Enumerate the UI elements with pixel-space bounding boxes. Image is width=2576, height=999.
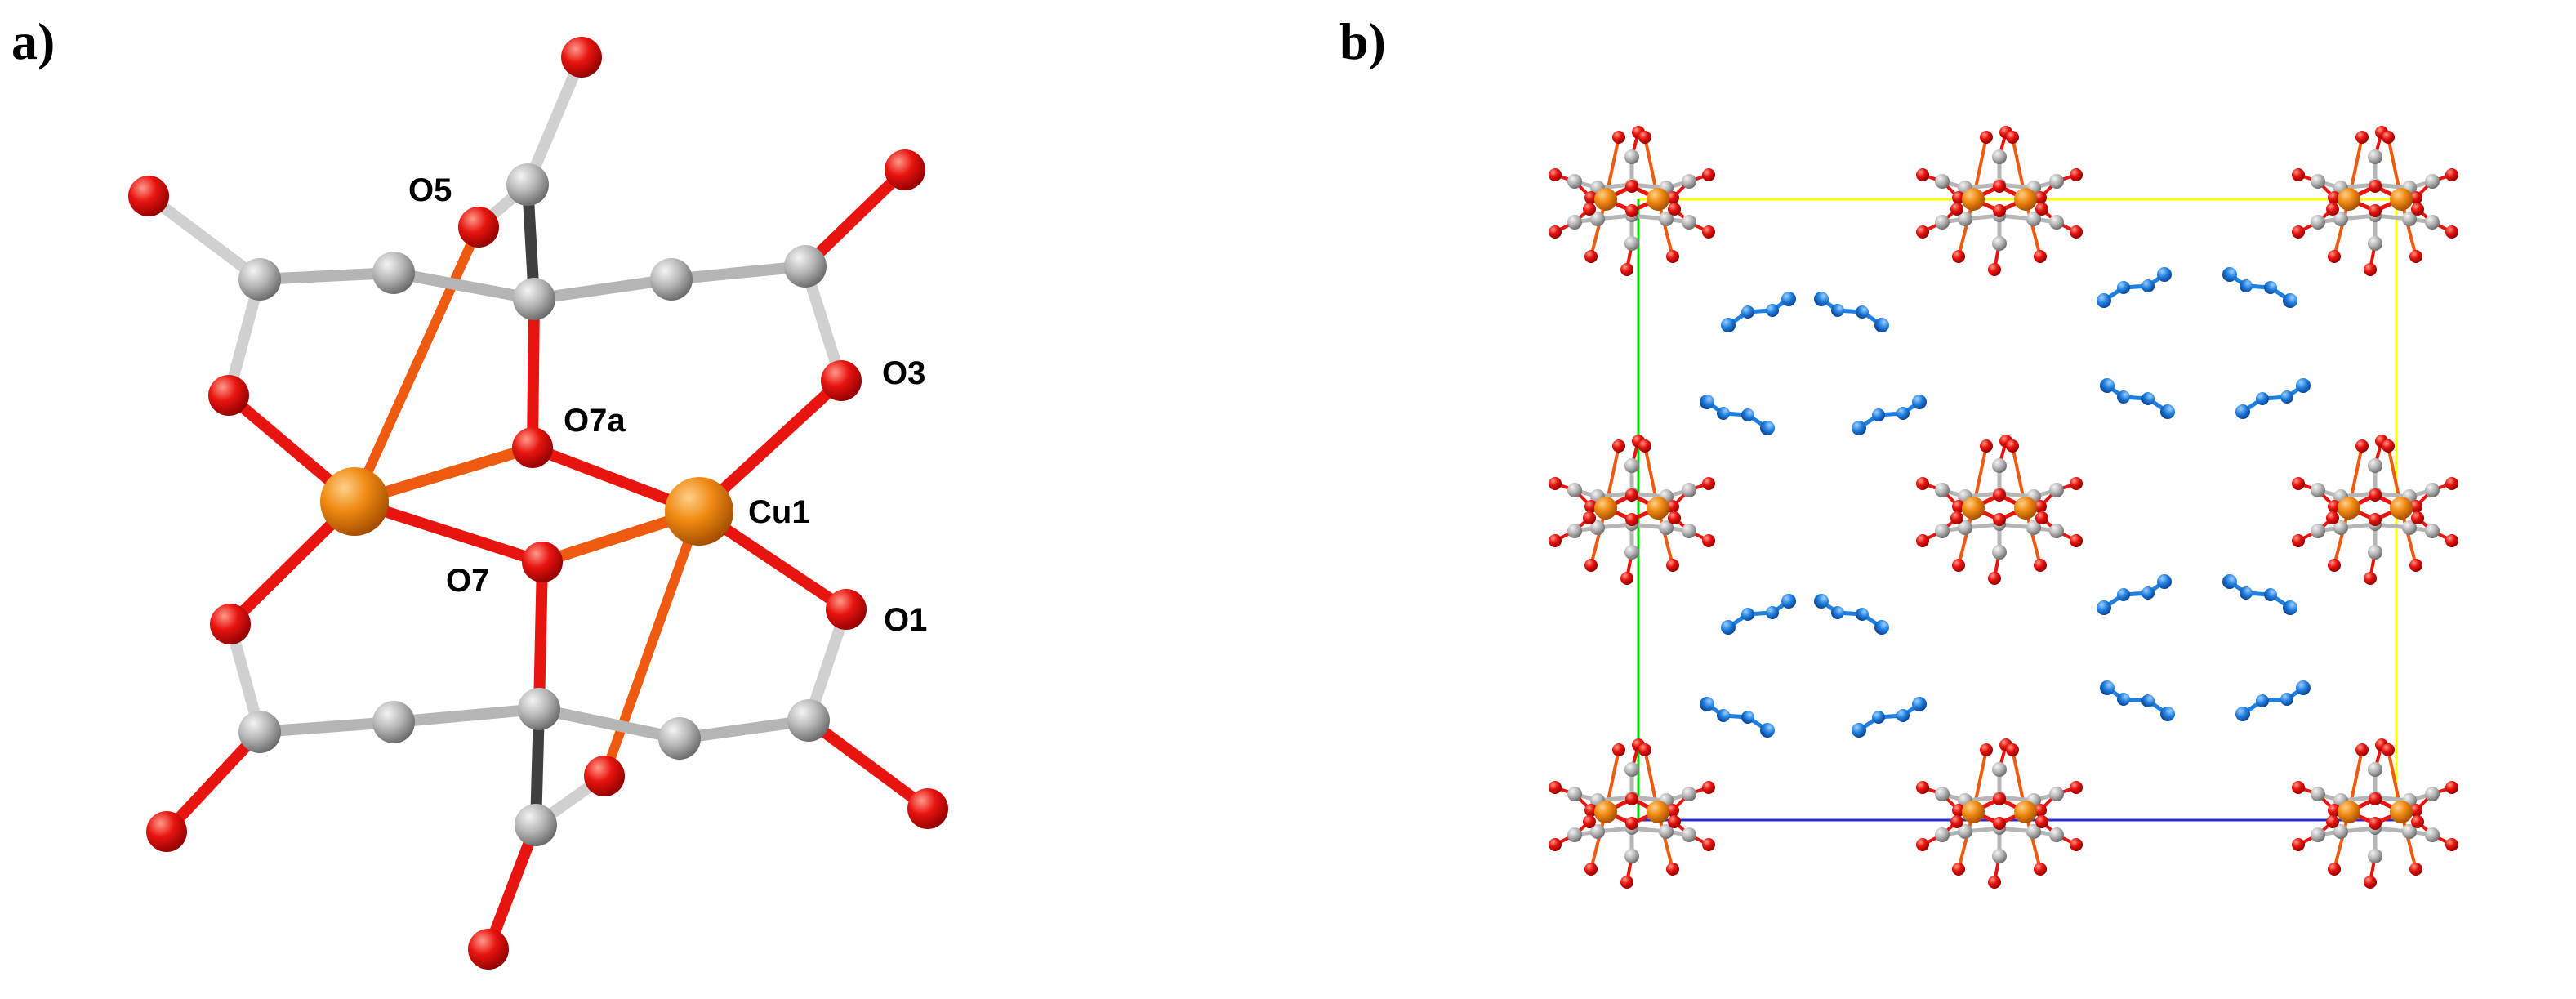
oxygen-atom-o1 [826, 589, 867, 630]
carbon-atom [784, 245, 827, 288]
label-cu1: Cu1 [748, 494, 810, 530]
carbon-atom [372, 252, 415, 294]
guest-molecule [2097, 267, 2172, 308]
panel-b-label: b) [1339, 12, 1386, 70]
guest-molecule [1700, 395, 1775, 435]
guest-molecule [1721, 594, 1796, 635]
oxygen-atom-o5 [458, 207, 499, 248]
carbon-atom [238, 258, 281, 301]
dimer-unit [1916, 738, 2083, 889]
oxygen-atom-o7a [512, 427, 553, 468]
label-o1: O1 [884, 602, 927, 638]
dimer-unit [2292, 126, 2458, 276]
panel-a-label: a) [11, 12, 55, 70]
guest-molecule [1852, 395, 1927, 435]
guest-molecule [2222, 267, 2297, 308]
carbon-atom [238, 711, 281, 753]
panel-a-carbon-atoms [238, 163, 830, 846]
oxygen-atom [561, 37, 602, 78]
dimer-unit [1549, 435, 1715, 585]
panel-a-oxygen-atoms [128, 37, 948, 970]
carbon-atom [513, 278, 555, 320]
carbon-atom [506, 163, 549, 206]
carbon-atom [658, 717, 701, 760]
oxygen-atom [468, 929, 509, 970]
guest-molecule [1852, 697, 1927, 738]
dimer-unit [2292, 435, 2458, 585]
guest-molecule [2100, 680, 2175, 721]
panel-b-crystal-packing [1549, 126, 2458, 889]
guest-molecule [2222, 574, 2297, 615]
oxygen-atom [885, 149, 925, 190]
dimer-unit [1549, 738, 1715, 889]
guest-molecule [2100, 378, 2175, 419]
guest-molecule [1721, 292, 1796, 332]
carbon-atom [650, 258, 693, 301]
dimer-units [1549, 126, 2458, 889]
oxygen-atom [128, 176, 169, 216]
label-o7: O7 [446, 563, 489, 599]
panel-a-atom-labels: O5 O7a O3 Cu1 O7 O1 [408, 172, 927, 638]
dimer-unit [1916, 126, 2083, 276]
dimer-unit [1916, 435, 2083, 585]
label-o3: O3 [882, 355, 925, 391]
dimer-unit [1549, 126, 1715, 276]
oxygen-atom [907, 788, 948, 829]
panel-a-copper-atoms [320, 467, 733, 546]
dimer-unit [2292, 738, 2458, 889]
guest-molecule [2097, 574, 2172, 615]
label-o7a: O7a [564, 403, 626, 439]
oxygen-atom [584, 756, 625, 796]
guest-molecule [1700, 697, 1775, 738]
oxygen-atom-o3 [821, 360, 862, 401]
oxygen-atom [146, 811, 187, 852]
guest-molecules [1700, 267, 2311, 738]
carbon-atom [515, 804, 557, 846]
oxygen-atom [208, 375, 249, 416]
copper-atom [320, 467, 389, 536]
guest-molecule [2235, 680, 2311, 721]
carbon-atom [372, 701, 415, 743]
oxygen-atom [210, 604, 251, 644]
carbon-atom [518, 688, 560, 730]
oxygen-atom-o7 [522, 542, 563, 582]
label-o5: O5 [408, 172, 452, 208]
panel-a-dinuclear-structure: O5 O7a O3 Cu1 O7 O1 [128, 37, 948, 970]
guest-molecule [1814, 292, 1889, 332]
carbon-atom [787, 699, 830, 742]
copper-atom-cu1 [665, 477, 733, 546]
guest-molecule [2235, 378, 2311, 419]
guest-molecule [1814, 594, 1889, 635]
